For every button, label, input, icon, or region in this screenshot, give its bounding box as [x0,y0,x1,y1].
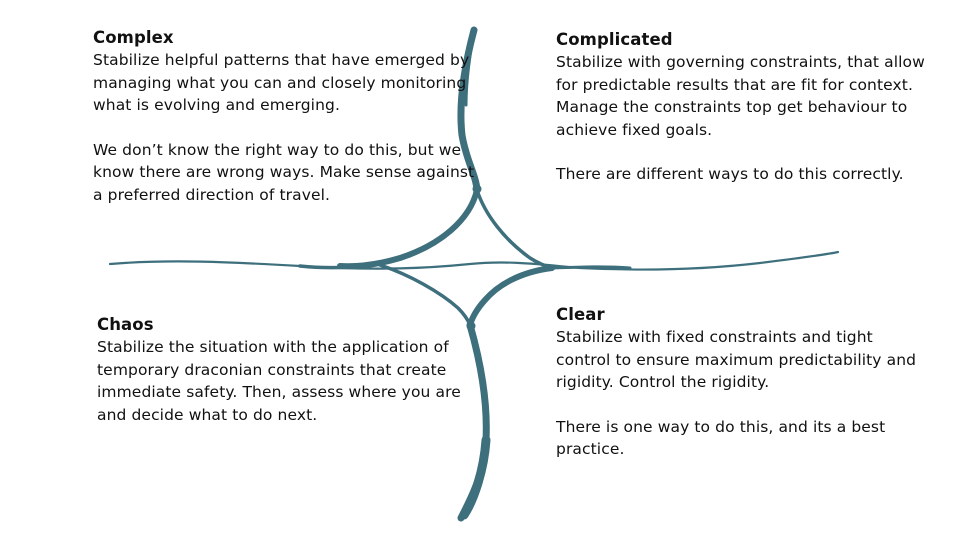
central-disorder-top-right [475,188,554,270]
chaos-title: Chaos [97,315,154,334]
clear-text-2: There is one way to do this, and its a b… [556,417,886,459]
chaos-text-1: Stabilize the situation with the applica… [97,338,461,424]
complicated-domain: Complicated Stabilize with governing con… [556,29,928,186]
clear-title: Clear [556,305,605,324]
horizontal-boundary-line [108,250,840,271]
node-bottom [466,321,476,331]
spacer [556,394,928,416]
spacer [93,117,478,139]
complicated-title: Complicated [556,30,673,49]
complex-text-1: Stabilize helpful patterns that have eme… [93,51,470,114]
clear-domain: Clear Stabilize with fixed constraints a… [556,304,928,461]
complicated-text-2: There are different ways to do this corr… [556,165,904,183]
chaos-domain: Chaos Stabilize the situation with the a… [97,314,467,426]
central-disorder-bottom-left [378,263,472,327]
spacer [556,141,928,163]
vertical-boundary-top [457,26,481,194]
complicated-text-1: Stabilize with governing constraints, th… [556,53,925,139]
node-top [472,184,482,194]
complex-domain: Complex Stabilize helpful patterns that … [93,27,478,206]
clear-text-1: Stabilize with fixed constraints and tig… [556,328,917,391]
complex-text-2: We don’t know the right way to do this, … [93,140,475,204]
central-disorder-bottom-right [467,265,555,328]
complex-title: Complex [93,28,174,47]
central-disorder-top-left [337,187,480,270]
